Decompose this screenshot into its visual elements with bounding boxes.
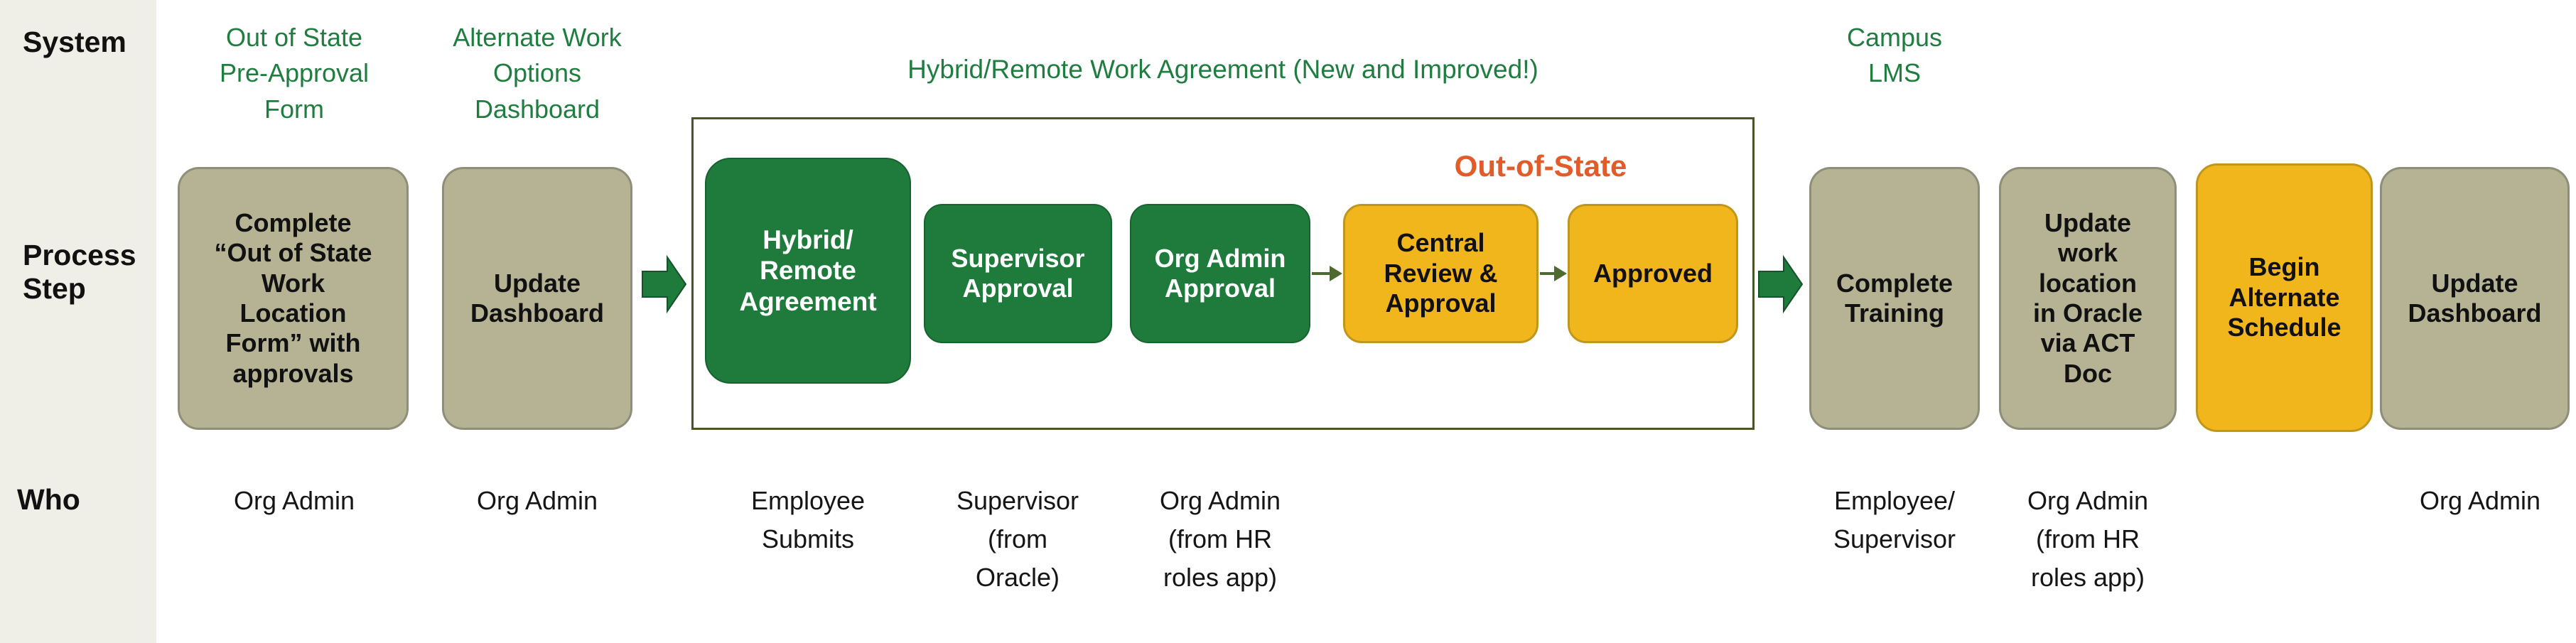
row-label-process-step: Process Step [23, 239, 136, 306]
step-update-work-location: Update work location in Oracle via ACT D… [1999, 167, 2177, 430]
system-header-hybrid-agreement-title: Hybrid/Remote Work Agreement (New and Im… [907, 55, 1538, 84]
hybrid-agreement-container [691, 117, 1755, 430]
flow-arrow-icon [1758, 254, 1804, 314]
step-update-dashboard-1: Update Dashboard [442, 167, 632, 430]
step-update-dashboard-2: Update Dashboard [2380, 167, 2570, 430]
step-complete-training: Complete Training [1809, 167, 1980, 430]
step-hybrid-remote-agreement: Hybrid/ Remote Agreement [705, 158, 911, 384]
step-central-review-approval: Central Review & Approval [1343, 204, 1538, 343]
row-label-band [0, 0, 156, 643]
step-approved: Approved [1568, 204, 1738, 343]
who-org-admin-hr-roles-1: Org Admin (from HR roles app) [1159, 486, 1281, 592]
who-employee-supervisor: Employee/ Supervisor [1833, 486, 1956, 553]
step-org-admin-approval: Org Admin Approval [1130, 204, 1310, 343]
system-header-campus-lms: Campus LMS [1846, 23, 1943, 88]
who-employee-submits: Employee Submits [750, 486, 866, 553]
row-label-who: Who [17, 483, 80, 516]
row-label-system: System [23, 26, 126, 58]
flow-arrow-icon [642, 254, 687, 314]
step-supervisor-approval: Supervisor Approval [924, 204, 1112, 343]
who-org-admin-1: Org Admin [233, 486, 355, 515]
step-begin-alternate-schedule: Begin Alternate Schedule [2196, 163, 2373, 432]
system-header-out-of-state-form: Out of State Pre-Approval Form [219, 23, 370, 124]
connector-arrow-icon [1312, 266, 1342, 281]
who-supervisor-oracle: Supervisor (from Oracle) [956, 486, 1079, 592]
system-header-alternate-dashboard: Alternate Work Options Dashboard [453, 23, 622, 124]
connector-arrow-icon [1540, 266, 1567, 281]
who-org-admin-3: Org Admin [2419, 486, 2541, 515]
step-complete-out-of-state-form: Complete “Out of State Work Location For… [178, 167, 409, 430]
who-org-admin-hr-roles-2: Org Admin (from HR roles app) [2027, 486, 2149, 592]
out-of-state-label: Out-of-State [1454, 149, 1627, 183]
who-org-admin-2: Org Admin [476, 486, 598, 515]
